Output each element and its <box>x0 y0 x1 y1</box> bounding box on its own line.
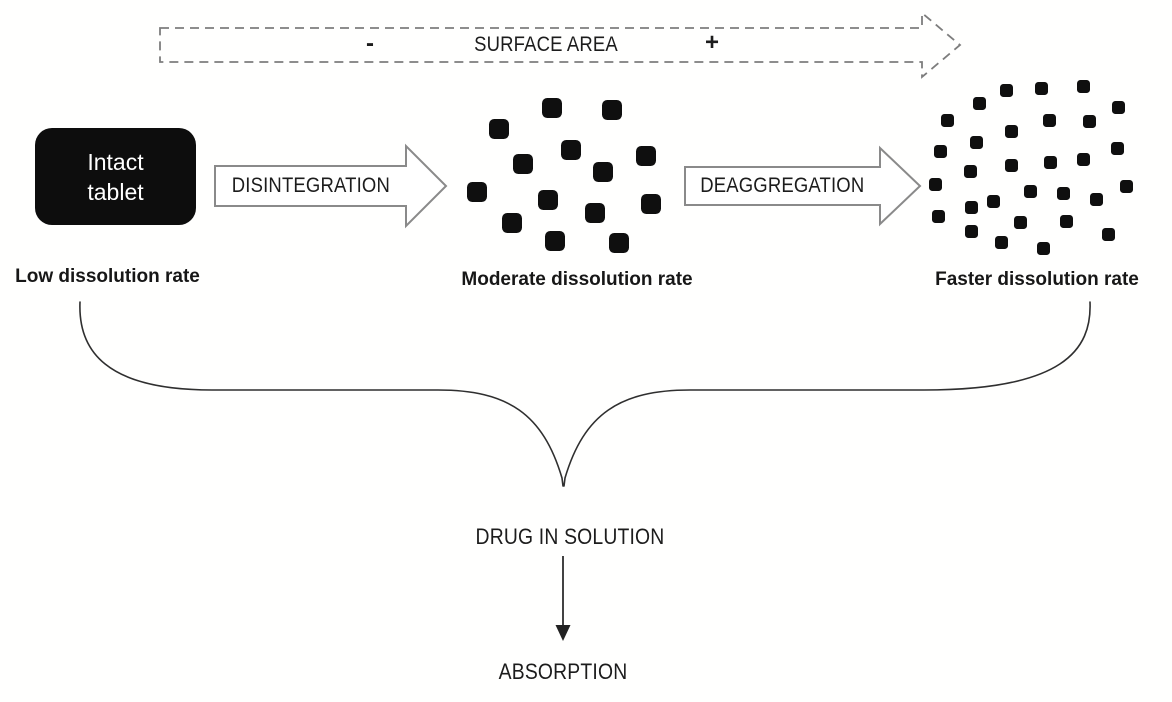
drug-in-solution-label: DRUG IN SOLUTION <box>475 524 665 549</box>
absorption-label: ABSORPTION <box>498 659 628 684</box>
surface-area-minus: - <box>366 30 374 57</box>
caption-low-dissolution: Low dissolution rate <box>15 266 200 287</box>
intact-tablet-box: Intact tablet <box>35 128 196 225</box>
disintegration-label: DISINTEGRATION <box>231 174 390 197</box>
disintegration-arrow: DISINTEGRATION <box>215 166 406 206</box>
convergence-brace-right <box>563 301 1091 487</box>
caption-faster-dissolution: Faster dissolution rate <box>935 269 1139 290</box>
tablet-label-line2: tablet <box>87 178 144 205</box>
tablet-label-line1: Intact <box>87 148 144 175</box>
disintegration-arrow-shape <box>214 143 448 229</box>
down-arrowhead <box>555 625 571 641</box>
surface-area-label: SURFACE AREA <box>474 33 618 56</box>
convergence-brace-left <box>79 301 564 487</box>
caption-moderate-dissolution: Moderate dissolution rate <box>461 269 693 290</box>
deaggregation-label: DEAGGREGATION <box>700 174 865 197</box>
surface-area-plus: + <box>705 29 720 56</box>
deaggregation-arrow: DEAGGREGATION <box>685 167 880 205</box>
deaggregation-arrow-shape <box>684 145 922 227</box>
